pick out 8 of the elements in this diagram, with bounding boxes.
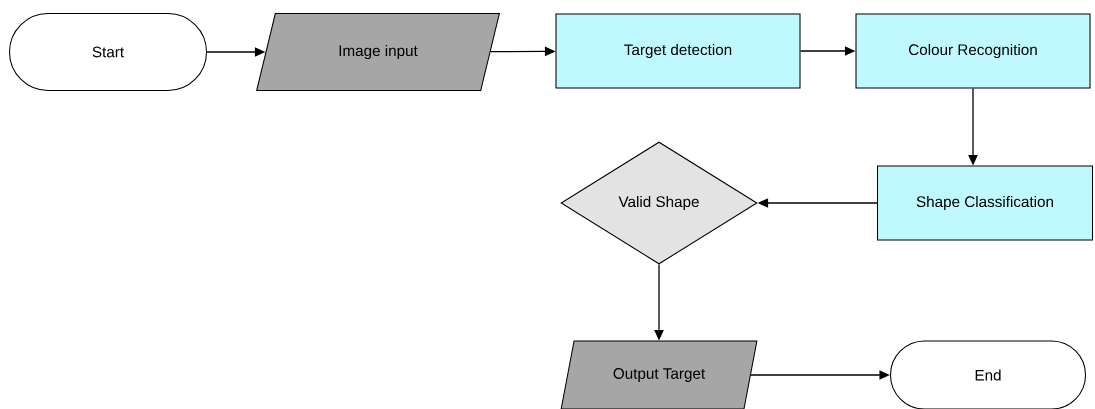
start-terminal: Start: [8, 13, 208, 92]
input-parallelogram: Image input: [256, 13, 501, 92]
end-terminal: End: [889, 340, 1087, 409]
process-box: Target detection: [555, 13, 801, 89]
output-parallelogram: Output Target: [560, 340, 758, 409]
process-box: Shape Classification: [877, 165, 1094, 241]
arrow: [750, 370, 890, 380]
process-box: Colour Recognition: [855, 13, 1091, 89]
